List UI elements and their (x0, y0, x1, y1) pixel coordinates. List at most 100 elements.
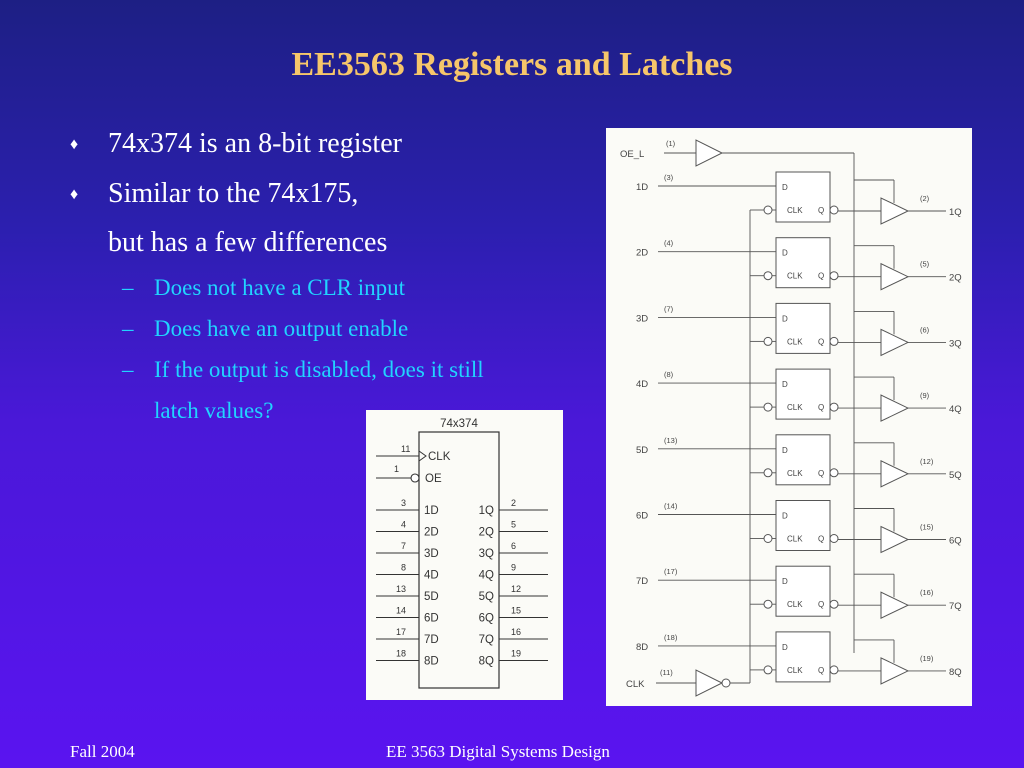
inversion-bubble-icon (721, 678, 731, 688)
sub-bullet-text: If the output is disabled, does it still (154, 357, 484, 382)
d-pin-number: (17) (664, 567, 678, 576)
input-pin-number: 13 (396, 584, 406, 594)
slide-title: EE3563 Registers and Latches (291, 46, 733, 83)
oe-pin-number: (1) (666, 139, 676, 148)
flip-flop-q-label: Q (818, 206, 824, 215)
flip-flop-clk-label: CLK (787, 469, 803, 478)
input-pin-number: 4 (401, 520, 406, 530)
d-pin-number: (14) (664, 502, 678, 511)
flip-flop-box (775, 631, 831, 683)
bullet-text: but has a few differences (108, 227, 388, 258)
d-pin-number: (7) (664, 304, 674, 313)
register-symbol-diagram: 74x374 11 CLK 1 OE 31D42D73D84D135D146D1… (376, 418, 548, 689)
inversion-bubble-icon (410, 473, 420, 483)
q-output-label: 2Q (949, 273, 962, 284)
diamond-bullet-icon: ♦ (70, 186, 79, 203)
oe-pin-number: 1 (394, 464, 399, 474)
d-pin-number: (3) (664, 173, 674, 182)
inversion-bubble-icon (763, 468, 773, 478)
output-pin-label: 3Q (479, 548, 494, 560)
d-input-label: 8D (636, 642, 648, 653)
flip-flop-box (775, 171, 831, 223)
inversion-bubble-icon (763, 205, 773, 215)
tri-state-buffer-icon (880, 460, 910, 488)
inversion-bubble-icon (829, 336, 839, 346)
clk-pin-number: 11 (401, 444, 410, 454)
chip-title: 74x374 (440, 418, 478, 430)
flip-flop-box (775, 368, 831, 420)
flip-flop-q-label: Q (818, 337, 824, 346)
input-pin-number: 8 (401, 563, 406, 573)
inversion-bubble-icon (829, 402, 839, 412)
output-pin-label: 8Q (479, 656, 494, 668)
flip-flop-q-label: Q (818, 535, 824, 544)
inversion-bubble-icon (829, 205, 839, 215)
inversion-bubble-icon (763, 534, 773, 543)
output-pin-number: 19 (511, 649, 521, 659)
flip-flop-q-label: Q (818, 403, 824, 412)
q-pin-number: (2) (920, 194, 930, 203)
q-output-label: 8Q (949, 667, 962, 678)
oe-pin-label: OE (425, 473, 442, 485)
footer-course: EE 3563 Digital Systems Design (386, 742, 610, 761)
q-output-label: 3Q (949, 338, 962, 349)
oe-label: OE_L (620, 149, 644, 160)
tri-state-buffer-icon (880, 197, 910, 225)
clock-edge-icon (418, 450, 427, 462)
tri-state-buffer-icon (880, 525, 910, 554)
q-pin-number: (15) (920, 523, 934, 532)
flip-flop-clk-label: CLK (787, 600, 803, 609)
flip-flop-q-label: Q (818, 666, 824, 675)
bullet-text: 74x374 is an 8-bit register (108, 128, 402, 159)
q-output-label: 1Q (949, 207, 962, 218)
output-pin-number: 16 (511, 627, 521, 637)
flip-flop-q-label: Q (818, 272, 824, 281)
input-pin-label: 5D (424, 591, 439, 603)
flip-flop-box (775, 500, 831, 551)
q-pin-number: (12) (920, 457, 934, 466)
flip-flop-clk-label: CLK (787, 666, 803, 675)
tri-state-buffer-icon (880, 591, 910, 619)
tri-state-buffer-icon (880, 394, 910, 422)
d-input-label: 5D (636, 445, 648, 456)
input-pin-number: 7 (401, 541, 406, 551)
input-pin-label: 6D (424, 613, 439, 625)
q-output-label: 4Q (949, 404, 962, 415)
output-pin-label: 6Q (479, 613, 494, 625)
d-input-label: 2D (636, 248, 648, 259)
input-pin-label: 3D (424, 548, 439, 560)
flip-flop-d-label: D (782, 380, 788, 389)
output-pin-number: 5 (511, 520, 516, 530)
d-input-label: 1D (636, 182, 648, 193)
inversion-bubble-icon (829, 599, 839, 609)
output-pin-number: 12 (511, 584, 521, 594)
d-pin-number: (13) (664, 436, 678, 445)
output-pin-label: 7Q (479, 634, 494, 646)
q-output-label: 6Q (949, 536, 962, 547)
flip-flop-d-label: D (782, 577, 788, 586)
inversion-bubble-icon (829, 665, 839, 675)
q-pin-number: (9) (920, 391, 930, 400)
input-pin-label: 8D (424, 656, 439, 668)
flip-flop-box (775, 302, 831, 354)
input-pin-number: 17 (396, 627, 406, 637)
d-pin-number: (18) (664, 633, 678, 642)
dash-bullet-icon: – (122, 316, 134, 341)
chip-body (418, 431, 500, 689)
input-pin-label: 1D (424, 505, 439, 517)
flip-flop-box (775, 237, 831, 289)
tri-state-buffer-icon (880, 328, 910, 357)
d-input-label: 6D (636, 511, 648, 522)
flip-flop-d-label: D (782, 183, 788, 192)
tri-state-buffer-icon (880, 262, 910, 291)
output-pin-number: 9 (511, 563, 516, 573)
d-input-label: 7D (636, 576, 648, 587)
output-pin-number: 2 (511, 498, 516, 508)
sub-bullet-text: latch values? (154, 398, 274, 423)
flip-flop-box (775, 565, 831, 617)
flip-flop-clk-label: CLK (787, 272, 803, 281)
inversion-bubble-icon (763, 599, 773, 609)
tri-state-buffer-icon (880, 657, 910, 685)
